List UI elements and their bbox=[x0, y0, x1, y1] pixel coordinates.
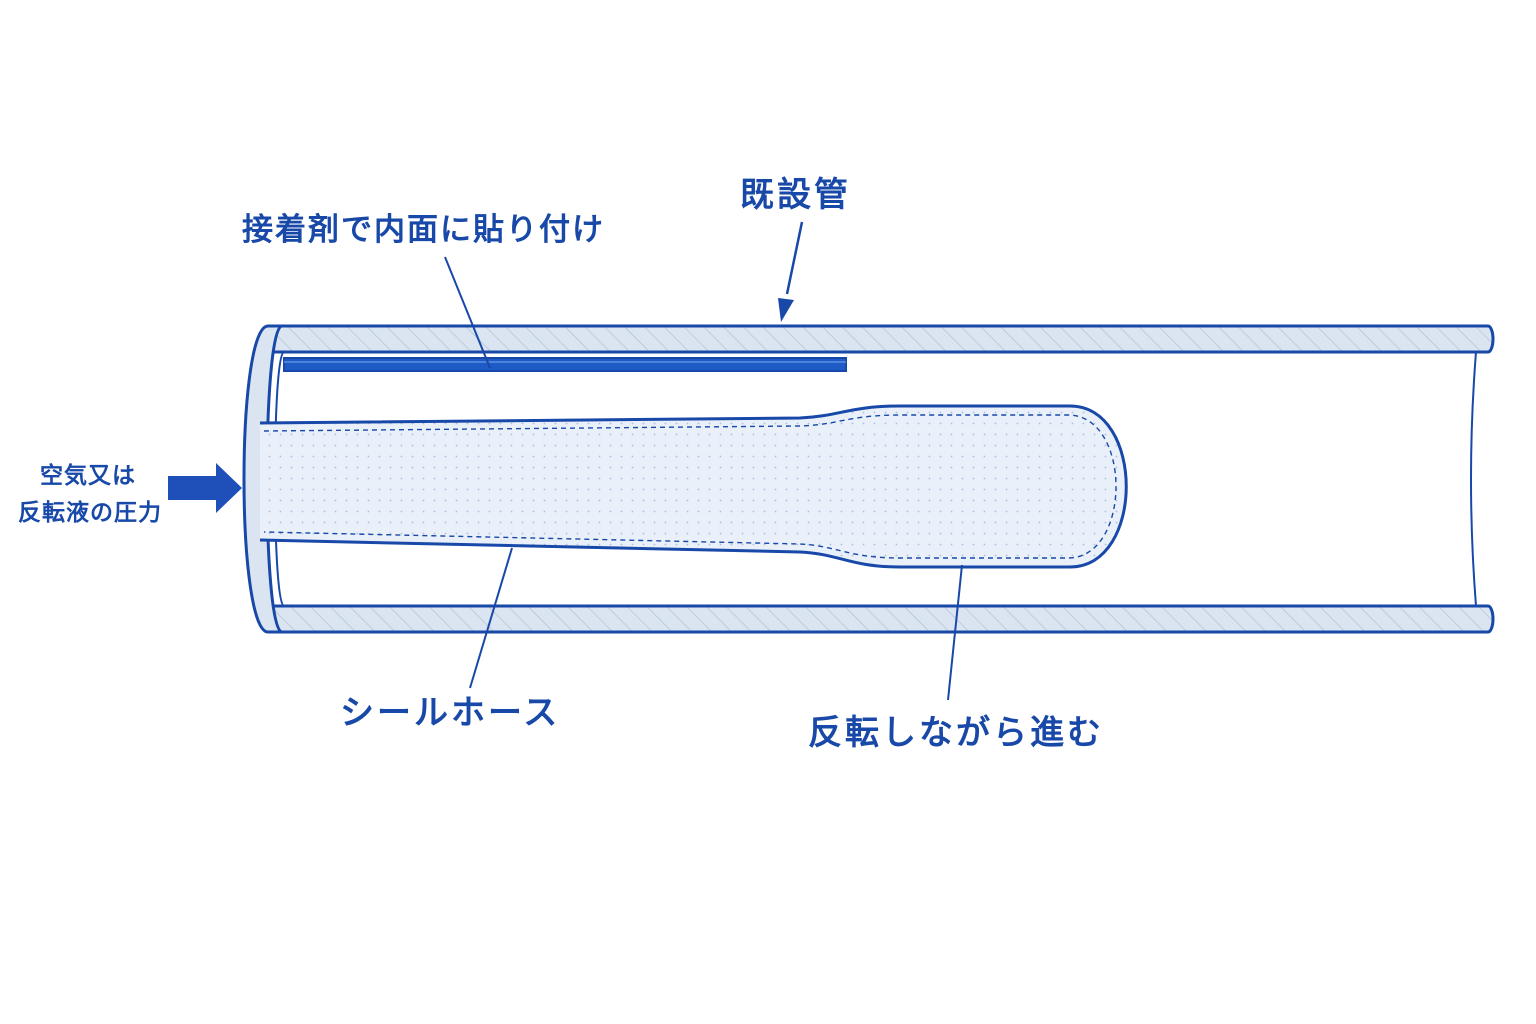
seal-hose-leader bbox=[469, 547, 513, 689]
adhesive-leader bbox=[444, 256, 491, 369]
seal-hose-seam bbox=[263, 414, 1117, 559]
pipe-wall-top bbox=[266, 324, 1495, 354]
arrowhead-icon bbox=[778, 298, 794, 322]
seal-hose-label: シールホース bbox=[340, 693, 561, 733]
pressure-label-line1: 空気又は bbox=[40, 463, 136, 489]
advance-leader bbox=[947, 564, 963, 701]
seal-hose bbox=[259, 404, 1128, 569]
existing-pipe-leader bbox=[785, 221, 804, 295]
pipe-wall-bottom bbox=[266, 604, 1495, 634]
advance-label: 反転しながら進む bbox=[808, 713, 1104, 753]
pipe-far-inner-edge bbox=[1470, 351, 1477, 607]
existing-pipe-label: 既設管 bbox=[740, 175, 851, 215]
adhesive-label: 接着剤で内面に貼り付け bbox=[242, 212, 605, 248]
pressure-label-line2: 反転液の圧力 bbox=[18, 500, 162, 526]
adhesive-liner bbox=[283, 357, 847, 372]
right-arrow-icon bbox=[168, 463, 242, 513]
